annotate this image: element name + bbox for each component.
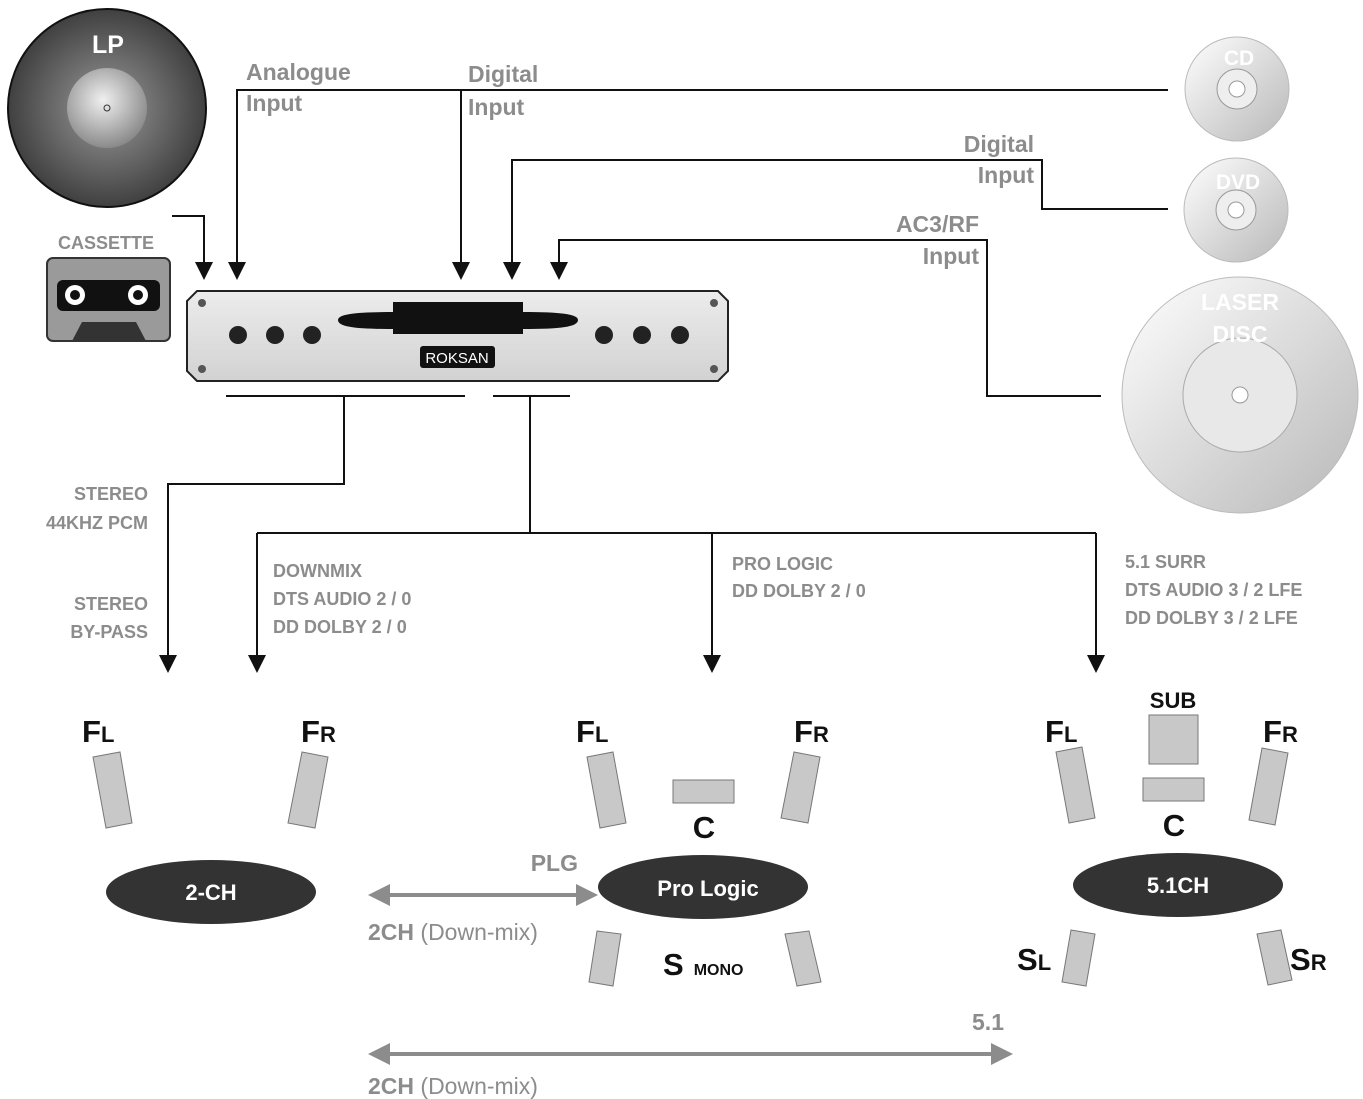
fr-label: FR xyxy=(1263,714,1298,749)
front-right-speaker xyxy=(287,751,329,829)
plg-label: PLG xyxy=(531,850,578,876)
surround-label-3: DD DOLBY 3 / 2 LFE xyxy=(1125,608,1298,628)
fr-label: FR xyxy=(794,714,829,749)
dvd-disc-icon: DVD xyxy=(1183,157,1289,263)
five-one-mode-ellipse xyxy=(1073,853,1283,917)
digital-input-label-2: Input xyxy=(468,94,525,120)
lp-label: LP xyxy=(92,31,124,59)
ac3rf-input-label-2: Input xyxy=(923,243,980,269)
roksan-brand-label: ROKSAN xyxy=(425,350,488,367)
downmix-label-1: DOWNMIX xyxy=(273,561,362,581)
fl-label: FL xyxy=(82,714,114,749)
front-right-speaker xyxy=(1248,747,1289,826)
stereo-bypass-label-2: BY-PASS xyxy=(70,622,148,642)
surround-right-speaker xyxy=(784,930,822,987)
laser-disc-icon: LASER DISC xyxy=(1121,276,1359,514)
pro-logic-mode-label: Pro Logic xyxy=(657,876,758,901)
input-arrowheads xyxy=(195,262,568,280)
sr-label: SR xyxy=(1290,942,1327,977)
five-one-layout: FL FR SUB C 5.1CH SL SR xyxy=(1017,688,1327,987)
downmix-arrow-2ch-51 xyxy=(368,1043,1013,1065)
surround-label-2: DTS AUDIO 3 / 2 LFE xyxy=(1125,580,1302,600)
downmix-label-3: DD DOLBY 2 / 0 xyxy=(273,617,407,637)
center-speaker xyxy=(1142,777,1205,802)
stereo-bypass-label-1: STEREO xyxy=(74,594,148,614)
cassette-label: CASSETTE xyxy=(58,233,154,253)
five-one-mode-label: 5.1CH xyxy=(1147,873,1209,898)
downmix-label-top: 2CH (Down-mix) xyxy=(368,919,538,945)
two-channel-layout: FL FR 2-CH xyxy=(82,714,336,924)
center-label: C xyxy=(1163,808,1185,843)
output-connection-lines xyxy=(167,395,1097,655)
ac3rf-input-label-1: AC3/RF xyxy=(896,211,979,237)
surround-left-speaker xyxy=(1061,929,1096,987)
two-ch-mode-ellipse xyxy=(106,860,316,924)
front-left-speaker xyxy=(1055,746,1096,824)
analogue-input-label-1: Analogue xyxy=(246,59,351,85)
pro-logic-label-1: PRO LOGIC xyxy=(732,554,833,574)
digital-dvd-input-label-1: Digital xyxy=(964,131,1034,157)
dvd-label: DVD xyxy=(1216,171,1260,194)
five-one-arrow-label: 5.1 xyxy=(972,1009,1004,1035)
front-left-speaker xyxy=(586,751,627,829)
digital-dvd-input-label-2: Input xyxy=(978,162,1035,188)
cd-disc-icon: CD xyxy=(1184,36,1290,142)
pro-logic-label-2: DD DOLBY 2 / 0 xyxy=(732,581,866,601)
surround-label-1: 5.1 SURR xyxy=(1125,552,1206,572)
center-speaker xyxy=(672,779,735,804)
pro-logic-mode-ellipse xyxy=(598,855,808,919)
downmix-label-bottom: 2CH (Down-mix) xyxy=(368,1073,538,1099)
digital-input-label-1: Digital xyxy=(468,61,538,87)
stereo-pcm-label-1: STEREO xyxy=(74,484,148,504)
sl-label: SL xyxy=(1017,942,1051,977)
surround-right-speaker xyxy=(1256,929,1293,986)
laser-disc-label-1: LASER xyxy=(1201,289,1279,315)
analogue-input-label-2: Input xyxy=(246,90,303,116)
downmix-arrow-2ch-plg xyxy=(368,884,598,906)
laser-disc-label-2: DISC xyxy=(1213,321,1268,347)
center-label: C xyxy=(693,810,715,845)
subwoofer-speaker xyxy=(1148,714,1199,765)
fr-label: FR xyxy=(301,714,336,749)
stereo-pcm-label-2: 44KHZ PCM xyxy=(46,513,148,533)
downmix-label-2: DTS AUDIO 2 / 0 xyxy=(273,589,411,609)
lp-record-icon: LP xyxy=(7,8,207,208)
front-left-speaker xyxy=(92,751,133,829)
roksan-processor-unit: ROKSAN xyxy=(186,290,729,382)
front-right-speaker xyxy=(780,751,821,824)
output-arrowheads xyxy=(159,655,1105,673)
cd-label: CD xyxy=(1224,47,1254,70)
input-connection-lines xyxy=(172,89,1168,397)
two-ch-mode-label: 2-CH xyxy=(185,880,236,905)
cassette-icon xyxy=(46,257,171,342)
fl-label: FL xyxy=(1045,714,1077,749)
surround-left-speaker xyxy=(588,930,622,987)
fl-label: FL xyxy=(576,714,608,749)
sub-label: SUB xyxy=(1150,688,1196,713)
